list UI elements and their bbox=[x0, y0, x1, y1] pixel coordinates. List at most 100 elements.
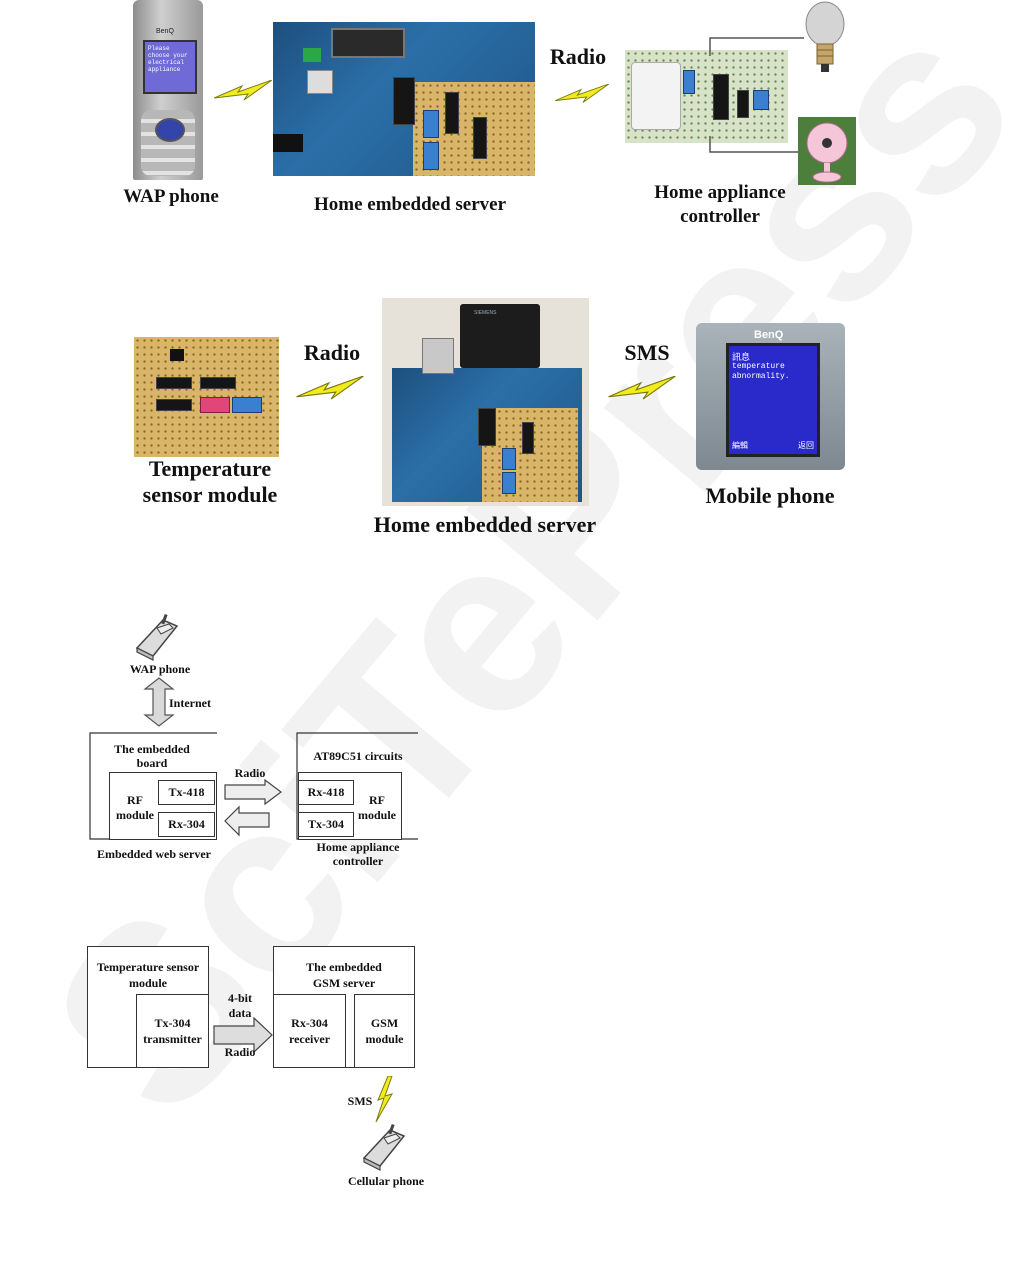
softkey-right: 返回 bbox=[798, 441, 814, 450]
gsm-module-label-2: module bbox=[365, 1032, 404, 1046]
fan-icon bbox=[806, 122, 848, 183]
tx304-transmitter-label-2: transmitter bbox=[143, 1032, 202, 1046]
phone-brand: BenQ bbox=[156, 28, 174, 35]
rx304-label: Rx-304 bbox=[168, 817, 205, 831]
radio-label-top: Radio bbox=[549, 44, 607, 69]
temperature-sensor-module-label-1: Temperature sensor bbox=[96, 960, 200, 974]
gsm-server-label-1: The embedded bbox=[306, 960, 382, 974]
rx418-label: Rx-418 bbox=[307, 785, 345, 799]
wap-phone-navkey bbox=[155, 118, 185, 142]
home-appliance-controller-photo bbox=[625, 50, 788, 143]
serial-connector bbox=[331, 28, 405, 58]
temperature-sensor-photo bbox=[134, 337, 279, 457]
wap-phone-icon bbox=[135, 613, 179, 661]
rx304-receiver-box bbox=[273, 994, 346, 1068]
ic-chip bbox=[156, 377, 192, 389]
radio-label-middle: Radio bbox=[303, 340, 361, 365]
sms-label-diagram2: SMS bbox=[347, 1094, 373, 1108]
tx418-label: Tx-418 bbox=[168, 785, 205, 799]
dip-switch bbox=[423, 142, 439, 170]
screen-message-1: temperature bbox=[732, 362, 785, 371]
screen-title: 訊息 bbox=[732, 353, 751, 363]
temperature-sensor-module-label-2: module bbox=[128, 976, 167, 990]
controller-label-1: Home appliance bbox=[316, 840, 400, 854]
dip-switch bbox=[753, 90, 769, 110]
cellular-phone-label: Cellular phone bbox=[347, 1174, 425, 1188]
fan-photo bbox=[798, 117, 856, 185]
dip-switch bbox=[683, 70, 695, 94]
rx304-receiver-label-2: receiver bbox=[288, 1032, 331, 1046]
cpu-chip bbox=[393, 77, 415, 125]
screen-message-2: abnormality. bbox=[732, 372, 790, 381]
data-arrow bbox=[213, 1016, 273, 1054]
home-appliance-controller-label-2: controller bbox=[680, 206, 760, 227]
wap-phone-screen: Please choose your electrical appliance bbox=[143, 40, 197, 94]
rf-module-right-label-1: RF bbox=[369, 793, 385, 807]
wap-phone-screen-text: Please choose your electrical appliance bbox=[148, 45, 188, 73]
dip-switch bbox=[200, 397, 230, 413]
cellular-phone-icon bbox=[362, 1123, 406, 1171]
appliance-wires bbox=[709, 37, 804, 153]
cpu-chip bbox=[478, 408, 496, 446]
wap-phone-diagram-label: WAP phone bbox=[129, 662, 191, 676]
wireless-link-icon bbox=[608, 376, 676, 400]
power-connector bbox=[273, 134, 303, 152]
rf-module-right-label-2: module bbox=[357, 808, 396, 822]
serial-connector bbox=[422, 338, 454, 374]
light-bulb-icon bbox=[805, 1, 845, 72]
home-embedded-server-photo-2: SIEMENS bbox=[382, 298, 589, 506]
rx304-receiver-label-1: Rx-304 bbox=[291, 1016, 328, 1030]
radio-arrows bbox=[224, 779, 282, 837]
embedded-web-server-label: Embedded web server bbox=[97, 847, 211, 861]
controller-label-2: controller bbox=[332, 854, 384, 868]
power-outlet bbox=[631, 62, 681, 130]
sensor-header bbox=[170, 349, 184, 361]
gsm-server-label-2: GSM server bbox=[312, 976, 376, 990]
home-embedded-server-label: Home embedded server bbox=[313, 194, 507, 215]
home-embedded-server-photo bbox=[273, 22, 535, 176]
temperature-sensor-label-1: Temperature bbox=[148, 456, 272, 481]
internet-label: Internet bbox=[169, 696, 211, 710]
dip-switch bbox=[232, 397, 262, 413]
sms-label-middle: SMS bbox=[624, 340, 670, 365]
ic-chip bbox=[156, 399, 192, 411]
four-bit-data-label-1: 4-bit bbox=[228, 991, 252, 1005]
at89c51-label: AT89C51 circuits bbox=[313, 749, 403, 763]
tx304-transmitter-box bbox=[136, 994, 209, 1068]
temperature-sensor-label-2: sensor module bbox=[142, 482, 278, 507]
home-appliance-controller-label-1: Home appliance bbox=[654, 182, 786, 203]
wap-phone-label: WAP phone bbox=[123, 186, 219, 207]
phone-brand: BenQ bbox=[754, 329, 784, 341]
gsm-modem: SIEMENS bbox=[460, 304, 540, 368]
ic-chip bbox=[200, 377, 236, 389]
mobile-phone-label: Mobile phone bbox=[705, 483, 835, 508]
ic-chip bbox=[473, 117, 487, 159]
ic-chip bbox=[737, 90, 749, 118]
rx304-box bbox=[158, 812, 215, 837]
radio-label-diagram2: Radio bbox=[224, 1045, 256, 1059]
dip-switch bbox=[502, 472, 516, 494]
tx304-box bbox=[298, 812, 354, 837]
rx418-box bbox=[298, 780, 354, 805]
internet-arrow bbox=[143, 677, 175, 727]
gsm-module-box bbox=[354, 994, 415, 1068]
ethernet-jack bbox=[307, 70, 333, 94]
rf-module-left-label-1: RF bbox=[127, 793, 143, 807]
wireless-link-icon bbox=[296, 376, 364, 400]
home-embedded-server-label-2: Home embedded server bbox=[373, 512, 597, 537]
wireless-link-icon bbox=[555, 84, 610, 103]
softkey-left: 編輯 bbox=[732, 441, 748, 450]
wap-phone-photo: BenQ Please choose your electrical appli… bbox=[133, 0, 203, 180]
tx304-label: Tx-304 bbox=[308, 817, 344, 831]
tx304-transmitter-label-1: Tx-304 bbox=[154, 1016, 191, 1030]
radio-label-diagram1: Radio bbox=[234, 766, 266, 780]
wireless-link-icon bbox=[214, 80, 272, 101]
embedded-board-label-2: board bbox=[136, 756, 168, 770]
mobile-phone-screen: 訊息 temperature abnormality. 編輯 返回 bbox=[726, 343, 820, 457]
gsm-brand: SIEMENS bbox=[474, 310, 497, 316]
embedded-board-label-1: The embedded bbox=[114, 742, 190, 756]
four-bit-data-label-2: data bbox=[228, 1006, 252, 1020]
ic-chip bbox=[445, 92, 459, 134]
gsm-module-label-1: GSM bbox=[370, 1016, 399, 1030]
